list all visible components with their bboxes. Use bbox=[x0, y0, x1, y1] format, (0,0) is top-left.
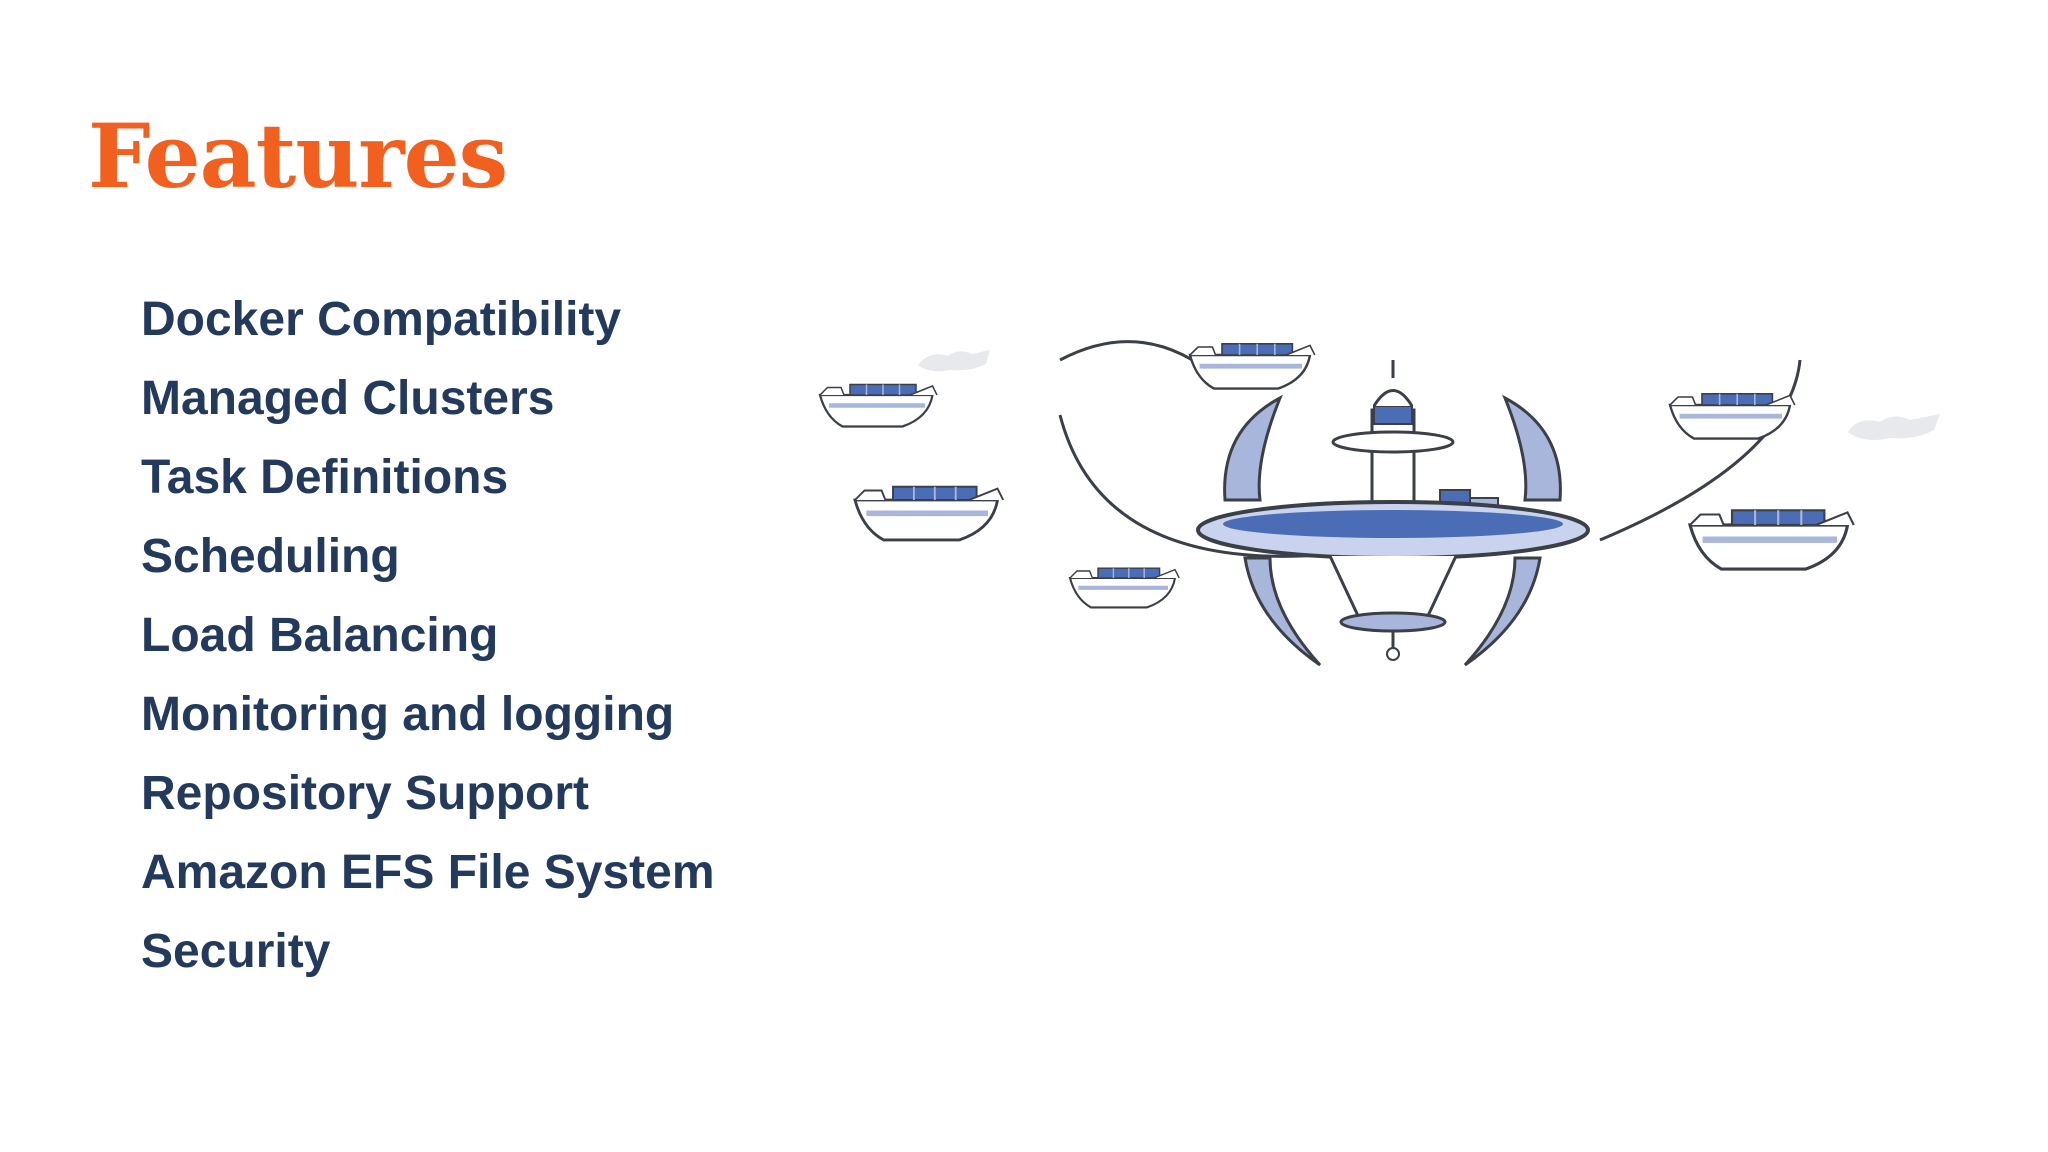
orbital-station-icon bbox=[1196, 360, 1590, 667]
feature-item: Monitoring and logging bbox=[141, 688, 675, 741]
feature-item: Repository Support bbox=[141, 767, 590, 820]
container-ship-icon bbox=[1670, 394, 1795, 439]
container-port-illustration bbox=[800, 340, 1940, 667]
feature-item: Scheduling bbox=[141, 530, 400, 583]
slide-title: Features bbox=[88, 104, 508, 208]
cloud-icon bbox=[918, 350, 990, 372]
container-ship-icon bbox=[1190, 344, 1315, 389]
feature-item: Task Definitions bbox=[141, 451, 509, 504]
feature-item: Security bbox=[141, 925, 331, 978]
feature-item: Docker Compatibility bbox=[141, 293, 622, 346]
container-ship-icon bbox=[1070, 568, 1179, 607]
container-ship-icon bbox=[1690, 510, 1854, 569]
container-ship-icon bbox=[820, 385, 937, 427]
feature-item: Amazon EFS File System bbox=[141, 846, 715, 899]
container-ship-icon bbox=[855, 487, 1003, 540]
feature-item: Managed Clusters bbox=[141, 372, 555, 425]
feature-list: Docker Compatibility Managed Clusters Ta… bbox=[141, 280, 715, 991]
cloud-icon bbox=[1848, 414, 1940, 440]
feature-item: Load Balancing bbox=[141, 609, 499, 662]
